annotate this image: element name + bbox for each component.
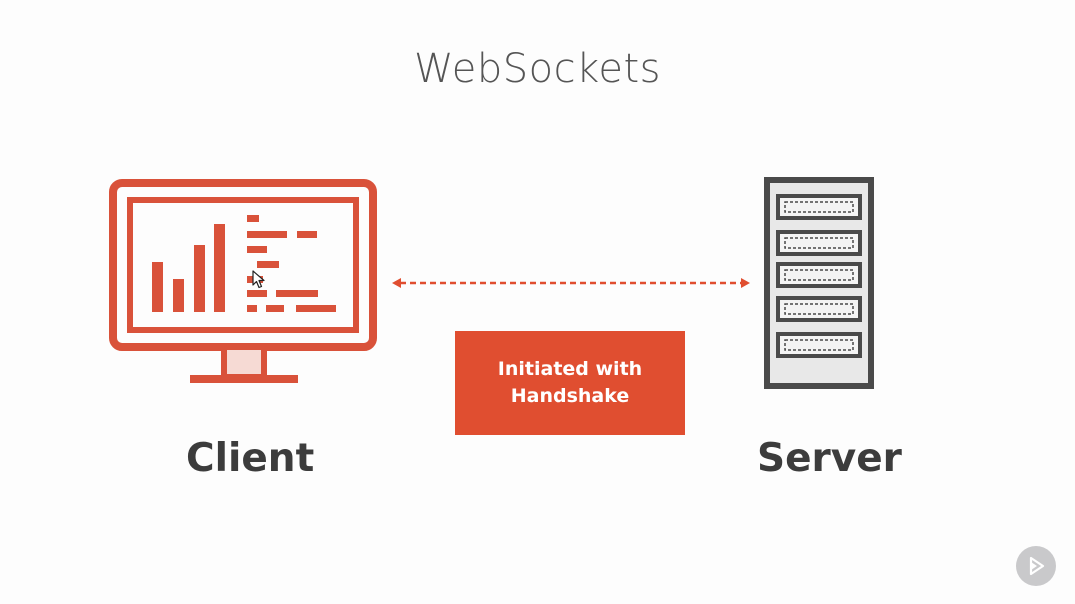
monitor-chart-icon: [108, 178, 380, 395]
handshake-line-1: Initiated with: [497, 358, 643, 380]
server-label: Server: [757, 436, 902, 481]
bidirectional-dashed-arrow-icon: [390, 274, 752, 297]
mouse-cursor-icon: [252, 270, 266, 295]
handshake-callout: Initiated with Handshake: [455, 331, 685, 435]
handshake-line-2: Handshake: [510, 385, 630, 407]
play-icon: [1029, 556, 1045, 576]
client-label: Client: [186, 436, 315, 481]
slide-title: WebSockets: [414, 46, 661, 92]
play-button[interactable]: [1016, 546, 1056, 586]
server-rack-icon: [762, 176, 876, 395]
